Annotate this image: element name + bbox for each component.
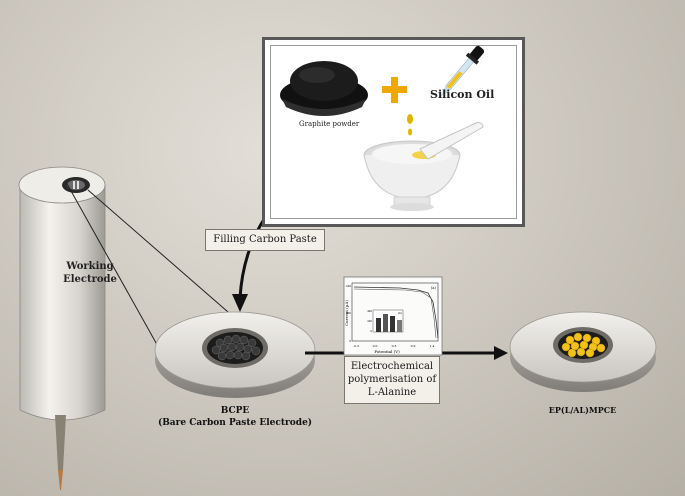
- working-electrode-label: Working Electrode: [60, 260, 120, 286]
- x-tick-1: 0.0: [373, 344, 378, 348]
- modified-electrode-disc: [509, 311, 657, 392]
- working-electrode: [18, 166, 106, 490]
- zoom-line-upper: [87, 189, 229, 313]
- inset-ylabel: Current (µA): [344, 300, 349, 326]
- oil-drop-1: [407, 114, 413, 124]
- modified-electrode-caption: EP(L/AL)MPCE: [548, 405, 617, 415]
- inset-curve-tag: (a): [431, 286, 436, 290]
- silicon-oil-label: Silicon Oil: [430, 88, 495, 101]
- process-step-label: Electrochemical polymerisation of L-Alan…: [344, 356, 440, 404]
- pestle: [419, 122, 484, 160]
- process-line-3: L-Alanine: [367, 387, 417, 398]
- filling-step-label: Filling Carbon Paste: [205, 229, 325, 251]
- y-tick-right-0: 0: [370, 330, 372, 333]
- process-line-2: polymerisation of: [347, 374, 437, 385]
- graphite-bowl-icon: [280, 61, 368, 116]
- ingredients-art: [280, 45, 485, 211]
- polymer-beads: [561, 332, 606, 358]
- y-tick-left-0: 0: [349, 340, 351, 343]
- working-electrode-label-line1: Working: [66, 261, 114, 272]
- inset-chart: [343, 276, 443, 356]
- x-tick-0: -0.3: [353, 344, 359, 348]
- plus-icon: [382, 77, 407, 103]
- dropper-icon: [440, 45, 485, 97]
- cv-curve: [353, 286, 439, 339]
- inset-bar-tag: (b): [398, 311, 402, 315]
- process-line-1: Electrochemical: [350, 361, 434, 372]
- y-tick-right-2: 400: [367, 310, 372, 313]
- x-tick-4: 1.4: [430, 344, 435, 348]
- bcpe-disc: [154, 311, 316, 398]
- bcpe-caption: BCPE (Bare Carbon Paste Electrode): [150, 405, 320, 429]
- electrode-pin: [55, 415, 66, 470]
- zoom-line-lower: [65, 181, 161, 351]
- y-tick-right-1: 200: [367, 320, 372, 323]
- bcpe-full-label: (Bare Carbon Paste Electrode): [157, 418, 313, 428]
- bcpe-short-label: BCPE: [220, 406, 250, 416]
- working-electrode-label-line2: Electrode: [63, 274, 117, 285]
- y-tick-left-1: -300: [345, 312, 351, 315]
- inset-xlabel: Potential (V): [374, 349, 400, 354]
- mortar-pestle-icon: [363, 122, 484, 211]
- x-tick-3: 0.9: [411, 344, 416, 348]
- x-tick-2: 0.3: [392, 344, 397, 348]
- y-tick-left-2: -600: [345, 285, 351, 288]
- oil-drop-2: [408, 128, 412, 136]
- graphite-powder-label: Graphite powder: [299, 120, 360, 128]
